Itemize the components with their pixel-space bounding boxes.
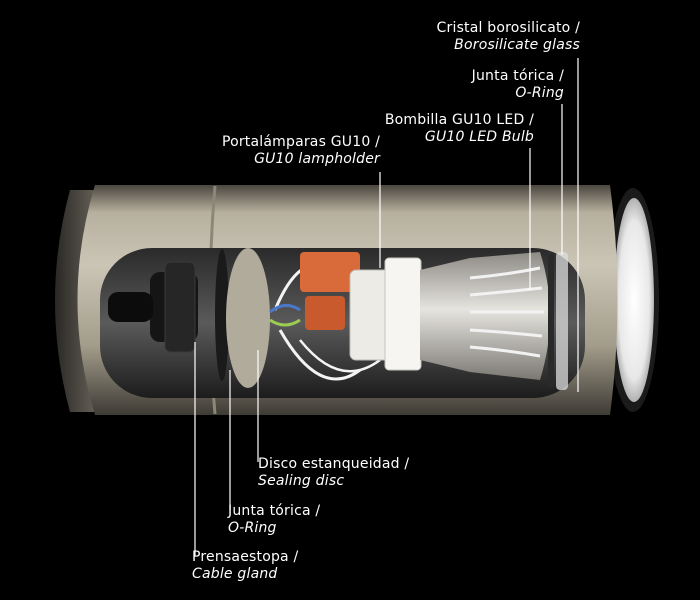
callout-en: O-Ring <box>228 520 277 536</box>
callout-es: Portalámparas GU10 / <box>221 134 380 150</box>
callout-es: Bombilla GU10 LED / <box>384 112 534 128</box>
front-o-ring-shape <box>548 254 554 388</box>
front-lens <box>614 198 654 402</box>
callout-cable-gland: Prensaestopa / Cable gland <box>192 549 298 583</box>
bulb-fins <box>469 266 544 358</box>
callout-es: Junta tórica / <box>228 503 321 519</box>
callout-o-ring-front: Junta tórica / O-Ring <box>472 68 564 102</box>
wire-blue <box>269 304 301 314</box>
callout-o-ring-rear: Junta tórica / O-Ring <box>228 503 320 537</box>
terminal-block <box>300 252 360 292</box>
borosilicate-glass-shape <box>556 252 568 390</box>
cable-gland-nut <box>164 261 196 353</box>
callout-es: Prensaestopa / <box>192 549 299 565</box>
lampholder-collar <box>384 257 422 371</box>
callout-en: Sealing disc <box>258 473 345 489</box>
terminal-block-2 <box>305 296 345 330</box>
sealing-disc-shape <box>226 248 270 388</box>
wire-green <box>269 318 301 327</box>
callout-en: O-Ring <box>515 85 564 101</box>
wire-white-3 <box>299 339 381 373</box>
callout-es: Disco estanqueidad / <box>258 456 410 472</box>
callout-gu10-lampholder: Portalámparas GU10 / GU10 lampholder <box>222 134 380 168</box>
callout-es: Junta tórica / <box>471 68 564 84</box>
callout-sealing-disc: Disco estanqueidad / Sealing disc <box>258 456 409 490</box>
callout-es: Cristal borosilicato / <box>436 20 580 36</box>
wire-white-2 <box>278 329 361 381</box>
callout-en: Cable gland <box>192 566 278 582</box>
cable <box>108 292 153 322</box>
callout-borosilicate-glass: Cristal borosilicato / Borosilicate glas… <box>437 20 580 54</box>
rear-o-ring <box>215 249 229 381</box>
callout-en: Borosilicate glass <box>454 37 580 53</box>
callout-en: GU10 LED Bulb <box>424 129 534 145</box>
leader-lines <box>194 58 579 556</box>
callout-gu10-led-bulb: Bombilla GU10 LED / GU10 LED Bulb <box>385 112 534 146</box>
bulb-body <box>420 252 550 380</box>
callout-en: GU10 lampholder <box>254 151 380 167</box>
